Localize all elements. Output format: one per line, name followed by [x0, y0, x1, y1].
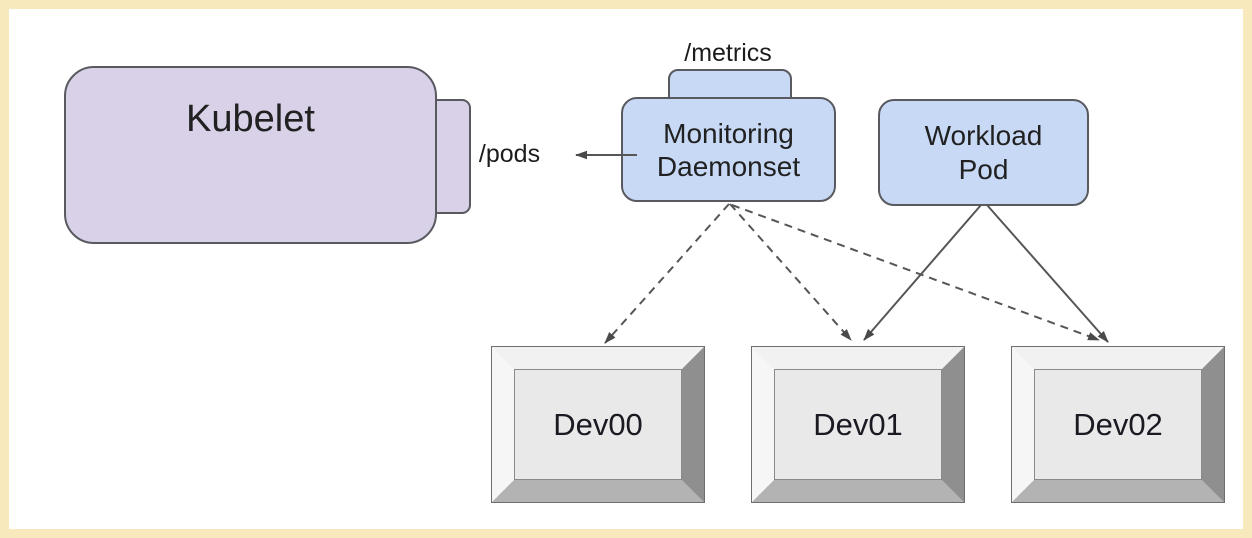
pods-endpoint-label: /pods [478, 140, 541, 168]
monitoring-label-line1: Monitoring [663, 117, 794, 149]
workload-label-line2: Pod [958, 153, 1009, 185]
edge-monitoring-to-dev00 [604, 203, 730, 344]
device-label: Dev01 [813, 406, 903, 442]
device-label: Dev00 [553, 406, 643, 442]
kubelet-label: Kubelet [186, 98, 315, 140]
device-label: Dev02 [1073, 406, 1163, 442]
device-frame [492, 347, 704, 502]
edge-monitoring-to-dev02 [731, 204, 1100, 341]
device-node-dev02: Dev02 [1012, 347, 1224, 502]
device-node-dev01: Dev01 [752, 347, 964, 502]
device-face: Dev01 [774, 369, 942, 480]
device-node-dev00: Dev00 [492, 347, 704, 502]
device-face: Dev00 [514, 369, 682, 480]
kubelet-node: Kubelet [64, 66, 437, 244]
monitoring-label-line2: Daemonset [656, 150, 801, 182]
edge-workload-to-dev02 [986, 204, 1109, 343]
metrics-endpoint-label: /metrics [684, 39, 772, 67]
edge-workload-to-dev01 [863, 204, 982, 341]
device-frame [752, 347, 964, 502]
workload-label-line1: Workload [924, 119, 1043, 151]
monitoring-daemonset-node: Monitoring Daemonset [621, 97, 836, 202]
device-face: Dev02 [1034, 369, 1202, 480]
workload-pod-node: Workload Pod [878, 99, 1089, 206]
device-frame [1012, 347, 1224, 502]
edge-monitoring-to-dev01 [729, 203, 852, 341]
